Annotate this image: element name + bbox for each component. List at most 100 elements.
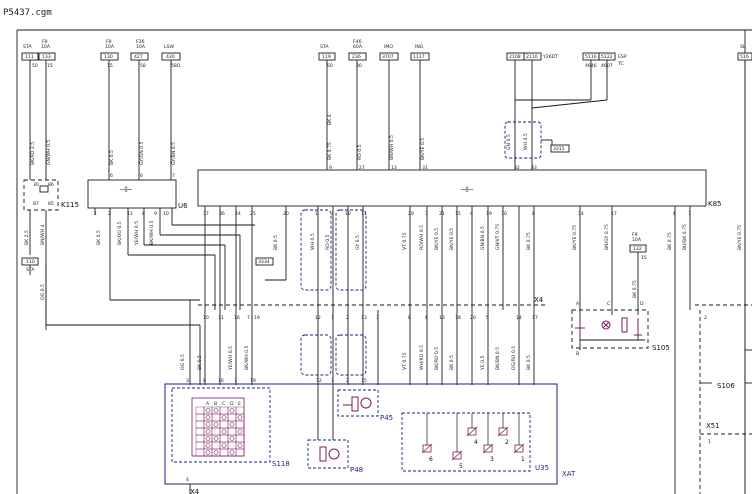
label-x4-bottom: X4 xyxy=(190,488,200,494)
s118-grid-letter: A xyxy=(206,401,210,407)
svg-text:32: 32 xyxy=(514,165,520,171)
svg-text:111: 111 xyxy=(25,54,34,60)
s118-grid-mark xyxy=(213,450,219,455)
svg-text:A: A xyxy=(576,301,580,307)
svg-text:BK/RD 2.5: BK/RD 2.5 xyxy=(30,142,36,165)
svg-text:⊣⊢: ⊣⊢ xyxy=(460,185,474,194)
module-k85: ⊣⊢ K85 xyxy=(197,169,722,208)
svg-text:F9: F9 xyxy=(106,39,112,45)
solenoid-number: 4 xyxy=(474,439,478,446)
svg-text:25: 25 xyxy=(250,211,256,217)
svg-text:1: 1 xyxy=(331,378,334,384)
label-u35: U35 xyxy=(535,464,549,472)
svg-text:30: 30 xyxy=(356,63,362,69)
svg-text:F9: F9 xyxy=(42,39,48,45)
fuse-f46: F46 60A xyxy=(353,39,363,50)
svg-text:IMO: IMO xyxy=(384,44,393,50)
label-p48: P48 xyxy=(350,466,363,474)
svg-text:3707: 3707 xyxy=(382,54,394,60)
s118-grid-mark xyxy=(205,429,211,434)
svg-text:GY/BN 0.5: GY/BN 0.5 xyxy=(171,142,177,165)
s118-grid-letter: C xyxy=(222,401,225,407)
diagram-title: P5437.cgm xyxy=(3,8,52,18)
svg-text:GN/WH 0.5: GN/WH 0.5 xyxy=(46,140,52,165)
svg-text:2: 2 xyxy=(346,315,349,321)
label-p45: P45 xyxy=(380,414,393,422)
svg-text:RD 0.5: RD 0.5 xyxy=(357,144,363,160)
svg-text:BK/YE 0.5: BK/YE 0.5 xyxy=(449,228,455,250)
solenoid-number: 6 xyxy=(429,456,433,463)
svg-text:31: 31 xyxy=(422,165,428,171)
svg-text:⊣⊢: ⊣⊢ xyxy=(119,185,133,194)
svg-text:VT 0.75: VT 0.75 xyxy=(402,352,408,370)
s118-grid-mark xyxy=(205,415,211,420)
s118-grid-mark xyxy=(237,443,243,448)
svg-text:BK 0.5: BK 0.5 xyxy=(197,355,203,370)
label-s118: S118 xyxy=(272,460,290,468)
svg-text:17: 17 xyxy=(611,211,617,217)
svg-text:15: 15 xyxy=(455,211,461,217)
s118-grid-mark xyxy=(229,408,235,413)
svg-text:GY/GN 0.5: GY/GN 0.5 xyxy=(139,141,145,165)
svg-text:OG/RD 0.5: OG/RD 0.5 xyxy=(511,346,517,370)
fuse-f9-mid: F9 10A xyxy=(105,39,115,50)
svg-text:1: 1 xyxy=(94,211,97,217)
svg-text:86: 86 xyxy=(48,182,54,188)
fuse-f9-left: F9 10A xyxy=(41,39,51,50)
svg-text:WH 0.5: WH 0.5 xyxy=(310,233,316,250)
svg-text:OG 0.5: OG 0.5 xyxy=(40,284,46,300)
svg-text:19: 19 xyxy=(486,211,492,217)
s118-grid-mark xyxy=(229,450,235,455)
label-s105: S105 xyxy=(652,344,670,352)
solenoid-arrow xyxy=(482,443,494,454)
s118-grid-mark xyxy=(213,422,219,427)
label-x4: X4 xyxy=(534,296,544,304)
svg-text:STA: STA xyxy=(320,44,329,50)
svg-text:6: 6 xyxy=(140,173,143,179)
svg-text:4: 4 xyxy=(186,477,189,483)
svg-text:2: 2 xyxy=(346,378,349,384)
label-x51: X51 xyxy=(706,422,720,430)
s118-grid-mark xyxy=(205,443,211,448)
wire-labels-top: BK/RD 2.5 GN/WH 0.5 BK 0.5 GY/GN 0.5 GY/… xyxy=(30,114,426,165)
svg-text:GY 0.5: GY 0.5 xyxy=(355,235,361,250)
svg-text:11: 11 xyxy=(218,315,224,321)
svg-text:58D: 58D xyxy=(171,63,181,69)
s118-grid-mark xyxy=(237,429,243,434)
svg-text:13: 13 xyxy=(391,165,397,171)
svg-text:BK/YE 0.5: BK/YE 0.5 xyxy=(434,228,440,250)
s118-grid-letter: D xyxy=(230,401,234,407)
sensor-p48: P48 xyxy=(307,385,363,474)
svg-text:19: 19 xyxy=(254,315,260,321)
svg-text:8: 8 xyxy=(142,211,145,217)
svg-text:BK 0.5: BK 0.5 xyxy=(96,230,102,245)
s118-grid-mark xyxy=(205,436,211,441)
svg-text:30: 30 xyxy=(501,211,507,217)
svg-text:2: 2 xyxy=(108,211,111,217)
svg-text:5116: 5116 xyxy=(585,54,597,60)
wire-labels-low: OG 0.5 BK 0.5 YE/WH 0.5 BK/WH 0.5 VT 0.7… xyxy=(180,345,532,371)
svg-text:BK 0.5: BK 0.5 xyxy=(273,235,279,250)
svg-text:GN/BN 0.5: GN/BN 0.5 xyxy=(480,226,486,250)
svg-text:9: 9 xyxy=(329,165,332,171)
label-s106: S106 xyxy=(717,382,735,390)
svg-text:10A: 10A xyxy=(136,44,146,50)
svg-text:29: 29 xyxy=(408,211,414,217)
svg-text:17: 17 xyxy=(532,315,538,321)
svg-text:LSW: LSW xyxy=(164,44,174,50)
svg-text:3: 3 xyxy=(425,211,428,217)
svg-text:6: 6 xyxy=(110,173,113,179)
svg-text:34: 34 xyxy=(578,211,584,217)
label-k85: K85 xyxy=(708,200,722,208)
fuse-f9-right: F9 10A 132 15 xyxy=(629,232,647,261)
svg-text:50: 50 xyxy=(327,63,333,69)
svg-text:132: 132 xyxy=(633,246,642,252)
s118-grid-mark xyxy=(229,422,235,427)
svg-text:37: 37 xyxy=(203,211,209,217)
svg-text:7: 7 xyxy=(172,173,175,179)
term-3315: 3315 xyxy=(553,146,565,152)
svg-text:60A: 60A xyxy=(353,44,363,50)
s118-grid-mark xyxy=(213,436,219,441)
svg-text:D: D xyxy=(640,301,644,307)
svg-text:WH/RD 0.5: WH/RD 0.5 xyxy=(419,345,425,370)
